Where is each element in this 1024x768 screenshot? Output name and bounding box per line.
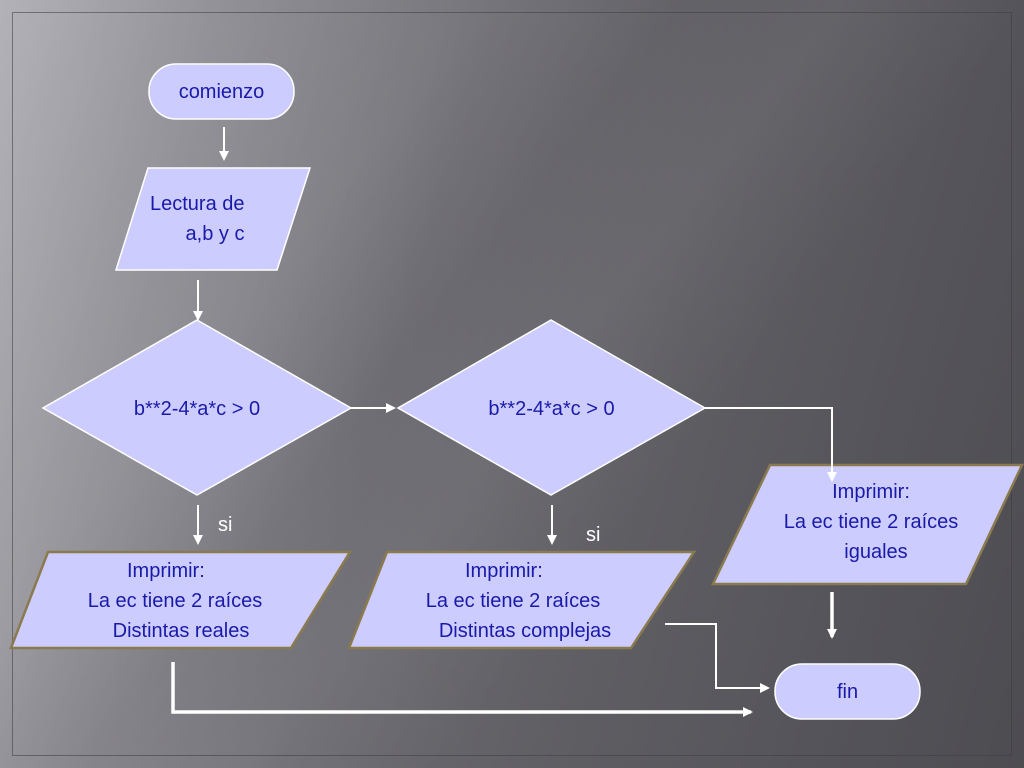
arrow-print-complex-to-end [665, 623, 770, 693]
decision-2-diamond [396, 319, 707, 496]
start-terminal [148, 63, 295, 120]
print-equal-label: Imprimir: La ec tiene 2 raíces iguales [740, 477, 1002, 567]
decision-1-label: b**2-4*a*c > 0 [133, 398, 261, 420]
print-complex-parallelogram [347, 550, 697, 650]
print-real-parallelogram [9, 550, 353, 650]
print-real-label: Imprimir: La ec tiene 2 raíces Distintas… [45, 556, 305, 646]
print-complex-line-1: Imprimir: [465, 560, 543, 582]
print-complex-line-2: La ec tiene 2 raíces [425, 590, 601, 612]
print-complex-line-3: Distintas complejas [438, 620, 612, 642]
print-equal-parallelogram [711, 463, 1024, 586]
input-line-2: a,b y c [185, 223, 245, 245]
end-terminal [774, 663, 921, 720]
print-real-line-2: La ec tiene 2 raíces [87, 590, 263, 612]
print-equal-line-1: Imprimir: [832, 481, 910, 503]
print-equal-line-2: La ec tiene 2 raíces [783, 511, 959, 533]
decision-1-diamond [41, 319, 353, 496]
edge-label-branch1: si [218, 514, 233, 536]
decision-2-label: b**2-4*a*c > 0 [488, 398, 615, 420]
print-real-line-3: Distintas reales [112, 620, 250, 642]
start-label: comienzo [178, 81, 265, 103]
arrow-print-real-to-end [171, 662, 753, 717]
input-parallelogram [114, 167, 312, 271]
input-label: Lectura de a,b y c [135, 189, 295, 249]
input-line-1: Lectura de [150, 193, 245, 215]
edge-label-branch2: si [586, 524, 601, 546]
arrow-decision2-no [705, 407, 837, 482]
print-complex-label: Imprimir: La ec tiene 2 raíces Distintas… [383, 556, 643, 646]
print-equal-line-3: iguales [844, 541, 908, 563]
end-label: fin [836, 681, 859, 703]
print-real-line-1: Imprimir: [127, 560, 205, 582]
